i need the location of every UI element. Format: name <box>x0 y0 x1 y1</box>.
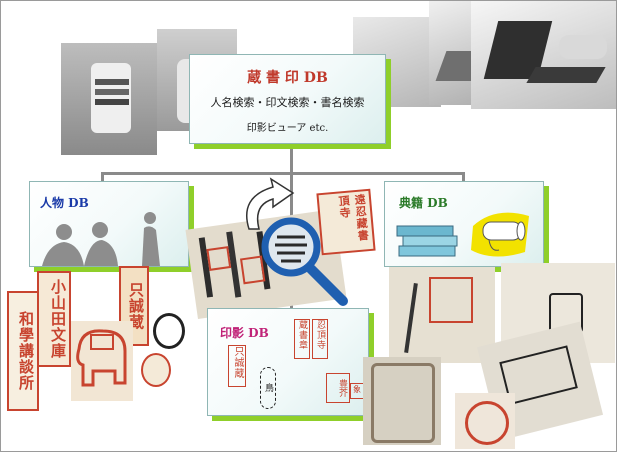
main-card: 蔵 書 印 DB 人名検索・印文検索・書名検索 印影ビューア etc. <box>189 54 386 144</box>
person-card: 人物 DB <box>29 181 189 267</box>
magnifier-seal: 遠忍藏書頂寺 <box>316 188 376 256</box>
main-search-line: 人名検索・印文検索・書名検索 <box>210 96 365 109</box>
books-card: 典籍 DB <box>384 181 544 267</box>
right-seal-elephant <box>363 357 441 445</box>
photo-books-stack <box>61 43 157 155</box>
left-seal-2: 小山田文庫 <box>37 271 71 367</box>
impression-title: 印影 DB <box>220 326 269 340</box>
main-title: 蔵 書 印 DB <box>247 70 328 86</box>
books-title: 典籍 DB <box>399 196 448 210</box>
impression-seal-c: 蔵書章 <box>294 319 310 359</box>
left-seal-1: 和學講談所 <box>7 291 39 411</box>
connector-left-down <box>101 172 104 182</box>
people-silhouette-icon <box>42 212 160 266</box>
photo-laptop-3 <box>471 1 616 109</box>
curved-arrow-icon <box>246 177 295 230</box>
round-seal-left <box>141 353 171 387</box>
impression-seal-b: 忍頂寺 <box>312 319 328 359</box>
impression-card: 印影 DB 只誠蔵 忍頂寺 蔵書章 豊芥 象 鳥 <box>207 308 369 416</box>
connector-main-down <box>290 143 293 173</box>
person-title: 人物 DB <box>40 196 89 210</box>
impression-seal-f: 象 <box>350 383 364 399</box>
right-seal-round <box>455 393 515 449</box>
elephant-seal-icon <box>71 321 133 401</box>
connector-right-down <box>462 172 465 182</box>
books-icon <box>396 225 458 257</box>
magnifier-icon <box>261 217 348 306</box>
impression-seal-a: 只誠蔵 <box>228 345 246 387</box>
impression-seal-d: 豊芥 <box>326 373 350 403</box>
scroll-icon <box>471 212 529 257</box>
connector-horizontal <box>101 172 465 175</box>
main-viewer-line: 印影ビューア etc. <box>246 123 329 134</box>
impression-seal-e: 鳥 <box>260 367 276 409</box>
black-seal-left <box>153 313 185 349</box>
